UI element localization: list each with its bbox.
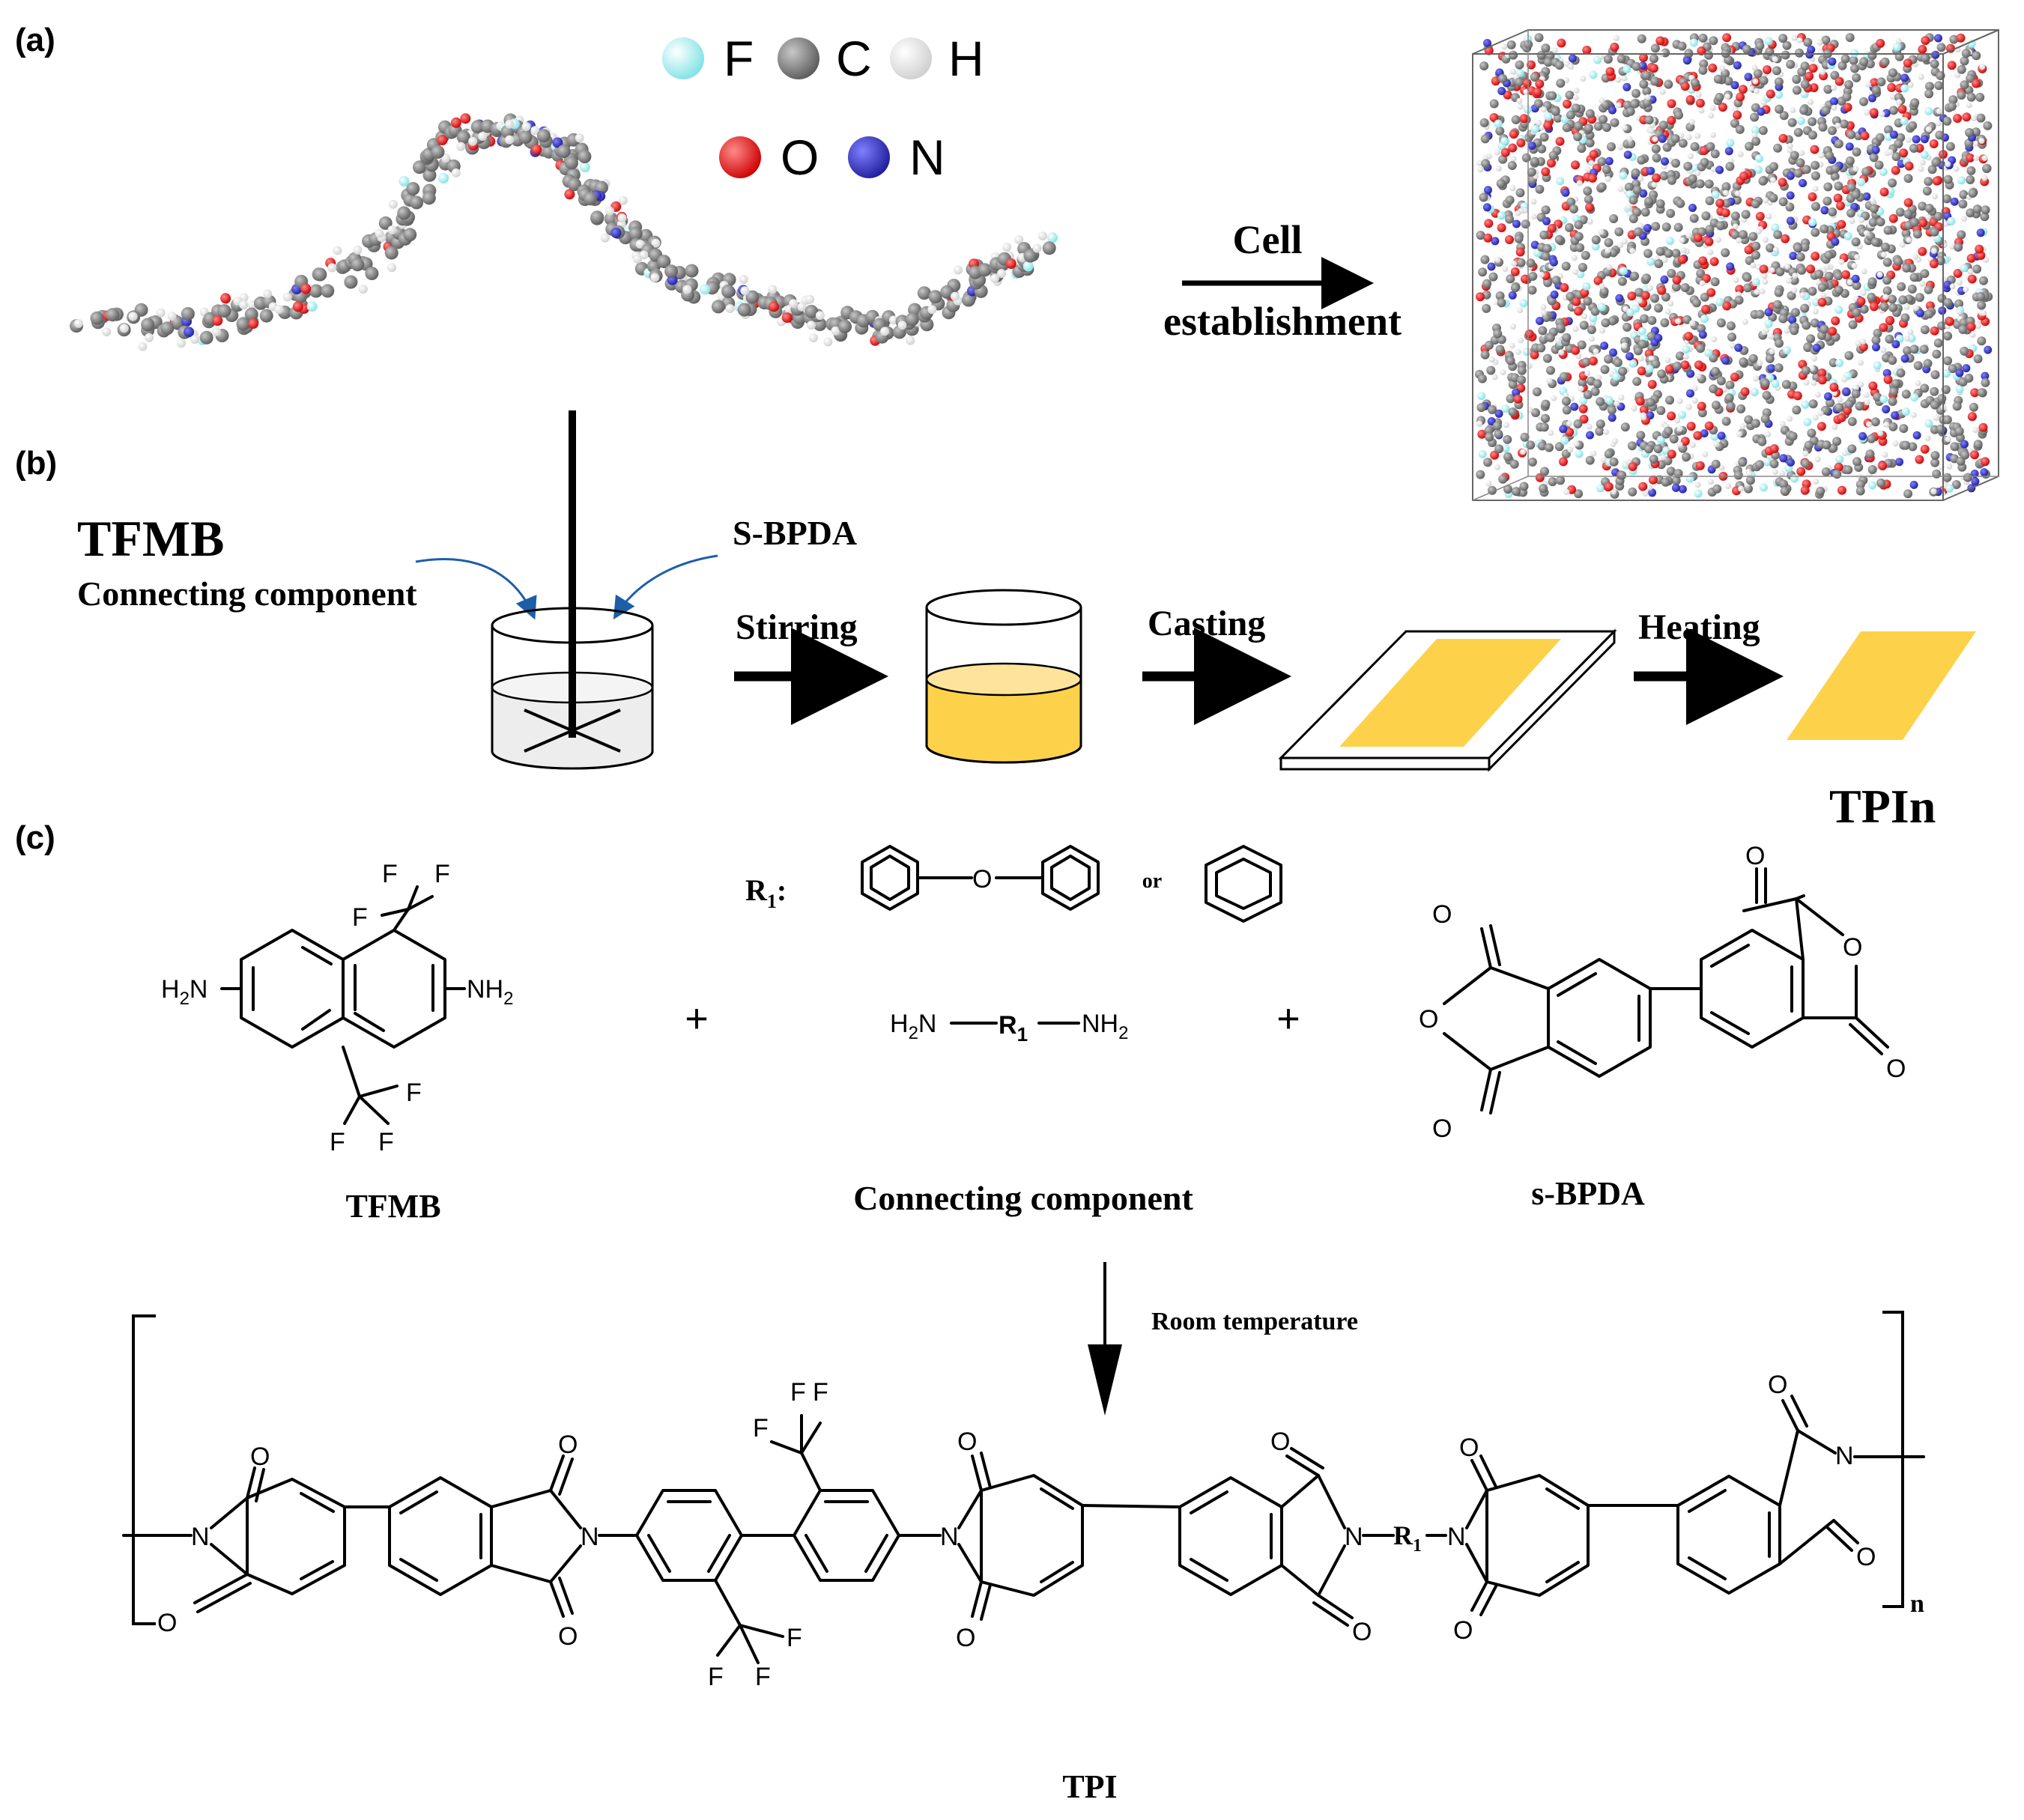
casting-plate (1278, 628, 1617, 772)
svg-text:O: O (1459, 1434, 1479, 1462)
tpi-film (1787, 631, 1976, 740)
label-repeat-n: n (1910, 1590, 1924, 1618)
svg-text:F: F (790, 1378, 806, 1407)
plus-sign-1: + (685, 996, 709, 1041)
svg-text:O: O (558, 1622, 578, 1651)
step-label-heating: Heating (1638, 607, 1760, 647)
label-tfmb: TFMB (77, 510, 224, 567)
cast-film (1339, 639, 1561, 747)
legend-label-N: N (909, 130, 945, 185)
svg-text:H2N: H2N (161, 975, 207, 1009)
s-bpda-structure: O O O O O O (1419, 842, 1906, 1143)
svg-text:F: F (378, 1128, 394, 1156)
svg-text:F: F (708, 1663, 724, 1691)
svg-text:F: F (753, 1414, 769, 1443)
polymer-chain-model (70, 113, 1058, 351)
svg-text:N: N (1345, 1523, 1363, 1551)
label-s-bpda: S-BPDA (733, 514, 857, 552)
label-room-temperature: Room temperature (1151, 1308, 1358, 1335)
svg-text:O: O (956, 1624, 975, 1652)
svg-text:F: F (352, 903, 368, 932)
atom-legend: F C H O N (662, 31, 984, 185)
arrow-label-establishment: establishment (1163, 299, 1402, 344)
svg-text:O: O (1432, 900, 1452, 929)
svg-text:O: O (1352, 1618, 1372, 1646)
arrow-label-cell: Cell (1233, 217, 1303, 262)
legend-dot-N (848, 136, 890, 178)
svg-text:N: N (940, 1523, 959, 1551)
label-tpin: TPIn (1829, 780, 1936, 833)
svg-text:R1: R1 (1393, 1520, 1422, 1556)
reaction-arrow-head (1088, 1344, 1122, 1416)
svg-text:H2N: H2N (890, 1010, 936, 1043)
beaker-solution (925, 589, 1082, 764)
legend-label-C: C (836, 31, 872, 86)
label-or: or (1142, 870, 1162, 893)
svg-text:F: F (406, 1079, 422, 1107)
legend-dot-H (890, 37, 932, 79)
r1-option-benzene (1205, 845, 1282, 923)
beaker-mixing (491, 410, 654, 770)
legend-label-F: F (724, 31, 754, 86)
svg-text:O: O (1886, 1055, 1906, 1083)
cell-edge-side (1942, 28, 1999, 501)
svg-text:O: O (957, 1428, 977, 1456)
svg-text:O: O (1453, 1616, 1473, 1645)
svg-text:F: F (813, 1378, 828, 1407)
svg-text:O: O (1432, 1114, 1452, 1143)
label-connecting-component-structure: Connecting component (853, 1179, 1193, 1217)
legend-label-H: H (948, 31, 984, 86)
plus-sign-2: + (1276, 996, 1300, 1041)
svg-text:O: O (1856, 1543, 1876, 1571)
svg-text:F: F (330, 1128, 345, 1156)
label-tfmb-structure: TFMB (345, 1188, 440, 1225)
feed-arrow-left (415, 558, 537, 620)
r1-label: R1: (745, 873, 787, 912)
label-connecting-component: Connecting component (77, 574, 417, 613)
legend-dot-C (778, 37, 819, 79)
svg-text:O: O (1745, 842, 1765, 870)
svg-text:N: N (191, 1523, 210, 1551)
tpi-structure: N O O N . O O (122, 1371, 1925, 1691)
bracket-right (1882, 1311, 1904, 1608)
tfmb-structure: H2N NH2 F F F F F F (161, 860, 513, 1156)
cell-edge-back-diag (1472, 476, 1529, 501)
svg-text:N: N (1447, 1523, 1466, 1551)
bracket-left (132, 1314, 156, 1625)
svg-text:F: F (787, 1624, 802, 1652)
panel-label-c: (c) (15, 819, 55, 856)
label-tpi-structure: TPI (1062, 1768, 1117, 1805)
svg-text:N: N (581, 1523, 599, 1551)
r1-option-diphenyl-ether: O (861, 845, 1100, 911)
svg-text:O: O (250, 1443, 270, 1471)
legend-dot-F (662, 37, 704, 79)
svg-text:O: O (972, 865, 992, 894)
diamine-formula: H2N R1 NH2 (890, 1010, 1128, 1046)
step-label-stirring: Stirring (736, 607, 858, 647)
legend-label-O: O (781, 130, 819, 185)
svg-text:O: O (1768, 1371, 1787, 1399)
svg-text:NH2: NH2 (467, 975, 513, 1009)
feed-arrow-right (613, 554, 718, 620)
svg-text:O: O (558, 1431, 578, 1459)
svg-text:O: O (1843, 933, 1862, 962)
legend-dot-O (719, 136, 761, 178)
cell-edge-front (1472, 53, 1944, 501)
amorphous-cell (1472, 28, 1999, 501)
svg-text:R1: R1 (999, 1011, 1028, 1046)
panel-label-a: (a) (15, 22, 55, 58)
step-label-casting: Casting (1148, 604, 1265, 643)
svg-text:F: F (755, 1663, 771, 1691)
svg-text:F: F (382, 860, 398, 888)
svg-text:N: N (1835, 1442, 1854, 1470)
label-s-bpda-structure: s-BPDA (1531, 1175, 1645, 1212)
panel-label-b: (b) (15, 445, 57, 482)
svg-text:O: O (1419, 1005, 1438, 1034)
svg-text:NH2: NH2 (1082, 1010, 1128, 1043)
svg-text:F: F (434, 860, 450, 888)
svg-text:O: O (1270, 1428, 1290, 1456)
svg-text:O: O (157, 1609, 177, 1637)
